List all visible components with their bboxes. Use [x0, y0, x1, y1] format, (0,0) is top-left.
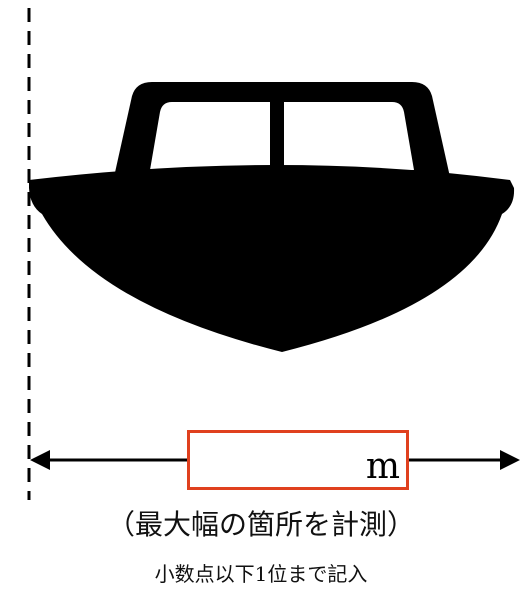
- caption-note: 小数点以下1位まで記入: [154, 562, 368, 586]
- caption-main: （最大幅の箇所を計測）: [106, 508, 415, 541]
- width-input-box[interactable]: m: [187, 430, 409, 490]
- unit-label: m: [365, 446, 400, 487]
- boat-icon: [29, 82, 515, 352]
